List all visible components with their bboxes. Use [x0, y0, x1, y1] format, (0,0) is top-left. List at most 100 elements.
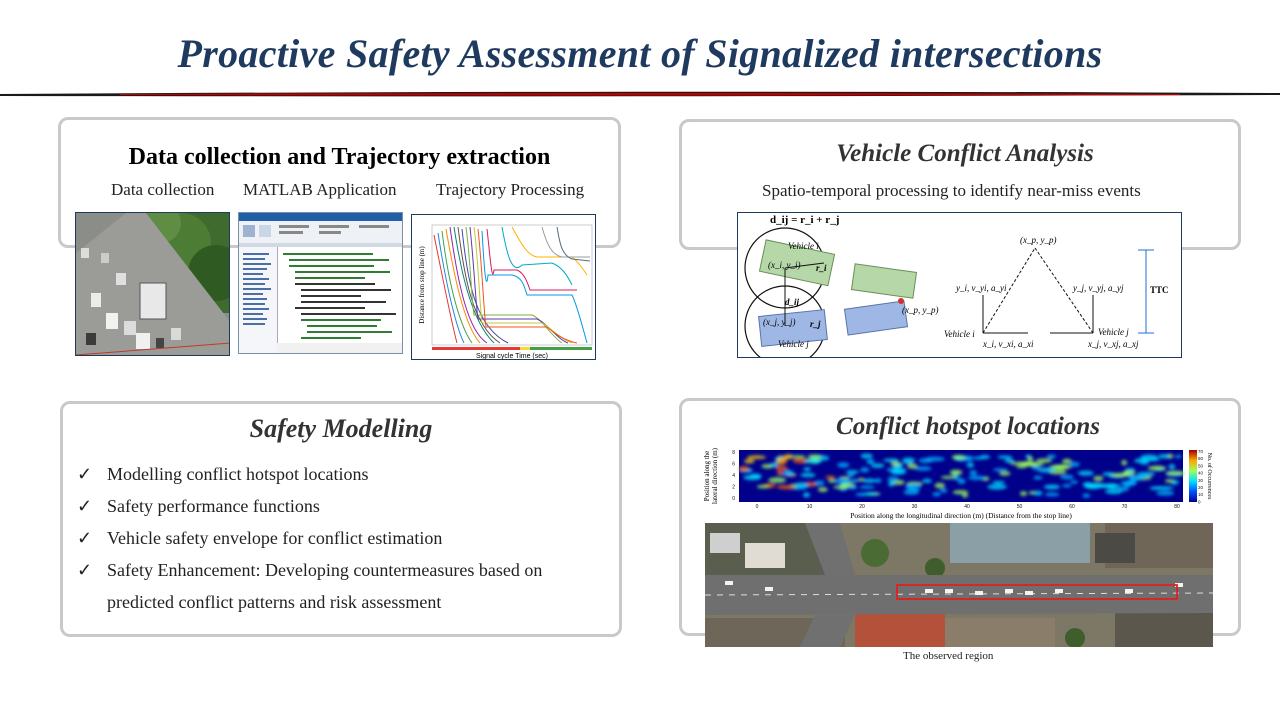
heatmap-cell: [1120, 480, 1137, 487]
heatmap-cell: [803, 467, 811, 472]
heatmap-cell: [1168, 463, 1176, 470]
heatmap-cell: [1069, 461, 1080, 467]
heatmap-cell: [859, 485, 875, 489]
heatmap-y-tick: 8: [732, 450, 735, 456]
title-underline: [0, 91, 1280, 97]
colorbar-tick: 60: [1198, 456, 1204, 461]
list-item-text: Modelling conflict hotspot locations: [107, 464, 369, 484]
heatmap-cell: [1175, 454, 1182, 459]
heatmap-cell: [1044, 492, 1060, 497]
heatmap-ylabel-2: lateral direction (m): [711, 447, 719, 504]
label-data-collection: Data collection: [111, 180, 215, 199]
heatmap-cell: [825, 475, 836, 479]
heatmap-y-tick: 4: [732, 473, 735, 479]
heatmap-cell: [1046, 454, 1057, 459]
heatmap-cell: [776, 484, 796, 490]
safety-modelling-list: ✓Modelling conflict hotspot locations ✓S…: [77, 458, 597, 618]
heatmap-cell: [807, 454, 823, 458]
heatmap-cell: [827, 478, 836, 483]
heatmap-cell: [949, 469, 963, 476]
dij-label: d_ij: [785, 297, 800, 307]
heatmap-cell: [902, 459, 914, 464]
list-item-text: Safety Enhancement: Developing counterme…: [107, 560, 543, 612]
heatmap-x-tick: 70: [1122, 504, 1128, 510]
label-matlab-application: MATLAB Application: [243, 180, 397, 199]
trajectory-ylabel: Distance from stop line (m): [418, 246, 426, 324]
heatmap-cell: [1077, 470, 1094, 476]
heatmap-cell: [966, 462, 975, 468]
heatmap-cell: [840, 482, 856, 488]
heatmap-cell: [1033, 475, 1043, 480]
heatmap-cell: [1082, 493, 1091, 498]
ttc-label: TTC: [1150, 285, 1169, 295]
heatmap-cell: [883, 458, 900, 463]
heatmap-cell: [1049, 464, 1070, 470]
xp-yp-label-mid: (x_p, y_p): [902, 305, 938, 315]
heatmap-cell: [866, 460, 875, 465]
colorbar-tick: 0: [1198, 499, 1201, 504]
heatmap-cell: [850, 479, 859, 483]
heatmap-cell: [1062, 458, 1072, 464]
heatmap-cell: [903, 489, 920, 496]
xj-label: x_j, v_xj, a_xj: [1087, 339, 1139, 349]
xi-label: x_i, v_xi, a_xi: [982, 339, 1034, 349]
heatmap-xlabel: Position along the longitudinal directio…: [850, 511, 1072, 520]
heatmap-cell: [744, 458, 755, 464]
heatmap-cell: [969, 470, 978, 476]
conflict-analysis-heading: Vehicle Conflict Analysis: [836, 140, 1094, 167]
heatmap-cell: [747, 455, 767, 460]
vehicle-j-label: Vehicle j: [778, 339, 809, 349]
heatmap-cell: [1154, 486, 1174, 490]
heatmap-x-tick: 60: [1069, 504, 1075, 510]
heatmap-cell: [798, 484, 810, 488]
heatmap-cell: [845, 470, 859, 475]
rj-label: r_j: [810, 319, 821, 329]
heatmap-cell: [779, 472, 797, 476]
heatmap-cell: [914, 466, 932, 471]
yi-label: y_i, v_yi, a_yi: [955, 283, 1007, 293]
conflict-heatmap: Position along the lateral direction (m)…: [703, 447, 1213, 520]
heatmap-cell: [940, 488, 948, 493]
vehicle-i-tri-label: Vehicle i: [944, 329, 975, 339]
heatmap-cell: [837, 462, 850, 468]
check-icon: ✓: [77, 496, 93, 516]
dij-formula: d_ij = r_i + r_j: [770, 214, 839, 226]
heatmap-cell: [780, 458, 788, 464]
check-icon: ✓: [77, 528, 93, 548]
heatmap-cell: [999, 471, 1011, 476]
heatmap-cell: [890, 469, 907, 475]
colorbar-tick: 30: [1198, 478, 1204, 483]
heatmap-cell: [987, 483, 1007, 490]
heatmap-cell: [1125, 467, 1136, 472]
heatmap-cell: [804, 458, 822, 464]
heatmap-x-tick: 10: [807, 504, 813, 510]
heatmap-cell: [847, 473, 855, 478]
heatmap-cell: [1069, 480, 1078, 485]
heatmap-cell: [802, 492, 811, 498]
heatmap-cell: [922, 478, 932, 484]
list-item-text: Safety performance functions: [107, 496, 320, 516]
heatmap-cell: [768, 477, 787, 484]
heatmap-cell: [1027, 456, 1034, 462]
heatmap-cell: [1033, 490, 1043, 496]
heatmap-x-tick: 20: [859, 504, 865, 510]
heatmap-cell: [951, 454, 966, 460]
heatmap-cell: [934, 482, 946, 489]
list-item: ✓Modelling conflict hotspot locations: [77, 458, 597, 490]
heatmap-cell: [1086, 482, 1106, 489]
heatmap-cell: [1043, 484, 1061, 490]
heatmap-x-tick: 40: [964, 504, 970, 510]
colorbar-label: No. of Occurrences: [1206, 453, 1213, 500]
heatmap-cell: [788, 454, 806, 459]
colorbar-tick: 70: [1198, 449, 1204, 454]
heatmap-cell: [1110, 472, 1129, 478]
heatmap-x-tick: 50: [1017, 504, 1023, 510]
heatmap-cell: [800, 472, 816, 478]
heatmap-cell: [1156, 490, 1175, 496]
heatmap-cell: [1137, 471, 1156, 477]
heatmap-cell: [775, 465, 788, 471]
heatmap-cell: [1019, 491, 1028, 497]
heatmap-cell: [905, 484, 915, 491]
heatmap-cell: [769, 462, 779, 468]
heatmap-y-tick: 0: [732, 496, 735, 502]
